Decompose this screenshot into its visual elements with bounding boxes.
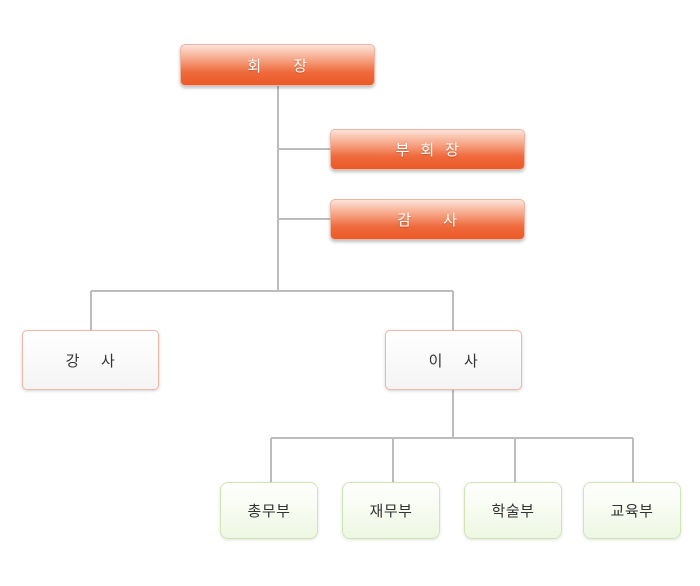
academic-box: 학술부 [464,482,562,539]
general-affairs-box: 총무부 [220,482,318,539]
director-box: 이 사 [385,330,522,390]
vice-chairman-box: 부 회 장 [330,129,525,170]
auditor-box: 감 사 [330,199,525,240]
education-box: 교육부 [583,482,681,539]
instructor-box: 강 사 [22,330,159,390]
finance-box: 재무부 [342,482,440,539]
chairman-box: 회 장 [180,44,375,86]
